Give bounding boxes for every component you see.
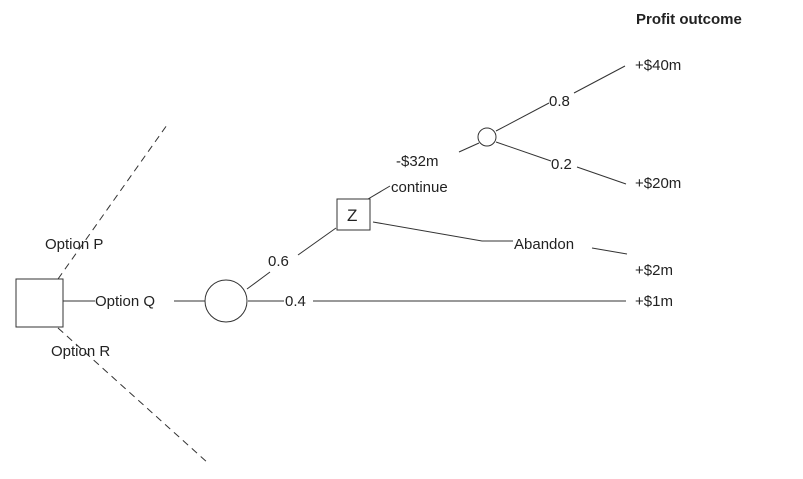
- option-r-label: Option R: [51, 343, 110, 360]
- branch-0-8-right: [573, 65, 626, 94]
- option-r-branch: [57, 327, 209, 464]
- branch-0-2-left: [495, 141, 552, 162]
- outcome-high: +$40m: [635, 57, 681, 74]
- outcome-abandon: +$2m: [635, 262, 673, 279]
- chance-node-circle: [204, 279, 248, 323]
- option-p-branch: [57, 124, 168, 280]
- outcome-mid: +$20m: [635, 175, 681, 192]
- option-p-label: Option P: [45, 236, 103, 253]
- branch-0-6-right: [297, 227, 337, 256]
- continue-cost-label: -$32m: [396, 153, 439, 170]
- probability-0-2-label: 0.2: [551, 156, 572, 173]
- chance-node-small-circle: [477, 127, 497, 147]
- decision-node-z: [336, 198, 371, 231]
- abandon-label: Abandon: [514, 236, 574, 253]
- option-q-label: Option Q: [95, 293, 155, 310]
- probability-0-8-label: 0.8: [549, 93, 570, 110]
- probability-0-6-label: 0.6: [268, 253, 289, 270]
- branch-0-2-right: [576, 166, 627, 185]
- branch-0-6-left: [246, 271, 271, 290]
- abandon-branch-left: [372, 221, 513, 242]
- decision-node-square: [15, 278, 64, 328]
- continue-to-chance-branch: [458, 142, 480, 153]
- profit-outcome-heading: Profit outcome: [636, 11, 742, 28]
- abandon-branch-right: [591, 247, 628, 255]
- continue-label: continue: [391, 179, 448, 196]
- branch-0-8-left: [495, 102, 550, 132]
- node-z-letter: Z: [347, 206, 357, 225]
- outcome-low: +$1m: [635, 293, 673, 310]
- probability-0-4-label: 0.4: [285, 293, 306, 310]
